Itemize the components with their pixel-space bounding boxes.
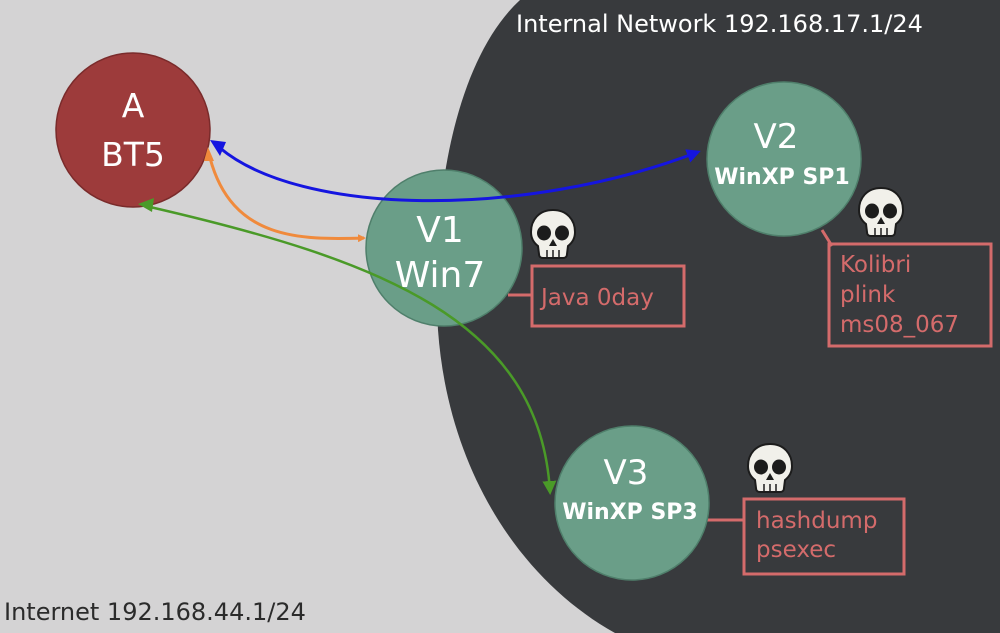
node-v1-os: Win7 bbox=[395, 255, 486, 296]
link-attacker-v3-arrow-start bbox=[138, 198, 154, 212]
link-attacker-v2[interactable] bbox=[219, 146, 701, 203]
node-v3-id: V3 bbox=[604, 453, 649, 493]
node-attacker-os: BT5 bbox=[101, 135, 165, 174]
link-attacker-v2-arrow-start bbox=[210, 140, 226, 156]
skull-icon bbox=[747, 443, 793, 493]
node-attacker[interactable]: A BT5 bbox=[55, 52, 211, 208]
node-v2-id: V2 bbox=[754, 117, 799, 157]
exploit-v2-item: ms08_067 bbox=[840, 312, 959, 338]
internal-network-label: Internal Network 192.168.17.1/24 bbox=[516, 10, 923, 38]
skull-icon bbox=[858, 187, 904, 237]
node-v1-id: V1 bbox=[416, 210, 464, 251]
internet-label: Internet 192.168.44.1/24 bbox=[4, 598, 306, 626]
link-attacker-v3[interactable] bbox=[149, 205, 557, 495]
exploit-v3-item: psexec bbox=[756, 537, 836, 563]
node-v2-os: WinXP SP1 bbox=[714, 165, 850, 190]
skull-icon bbox=[530, 209, 576, 259]
exploit-box-v2: Kolibri plink ms08_067 bbox=[827, 242, 993, 348]
node-v3-os: WinXP SP3 bbox=[562, 500, 698, 525]
node-attacker-id: A bbox=[122, 86, 145, 125]
exploit-v2-item: Kolibri bbox=[840, 252, 911, 278]
exploit-box-v3: hashdump psexec bbox=[742, 497, 906, 576]
node-v1[interactable]: V1 Win7 bbox=[365, 169, 523, 327]
exploit-v2-item: plink bbox=[840, 282, 896, 308]
node-v2[interactable]: V2 WinXP SP1 bbox=[706, 81, 862, 237]
link-attacker-v1-arrow-start bbox=[204, 147, 214, 161]
node-v3[interactable]: V3 WinXP SP3 bbox=[554, 425, 710, 581]
exploit-v3-item: hashdump bbox=[756, 508, 877, 534]
link-attacker-v1[interactable] bbox=[208, 157, 366, 243]
exploit-box-v1: Java 0day bbox=[530, 264, 686, 328]
exploit-v1-item: Java 0day bbox=[539, 285, 654, 311]
